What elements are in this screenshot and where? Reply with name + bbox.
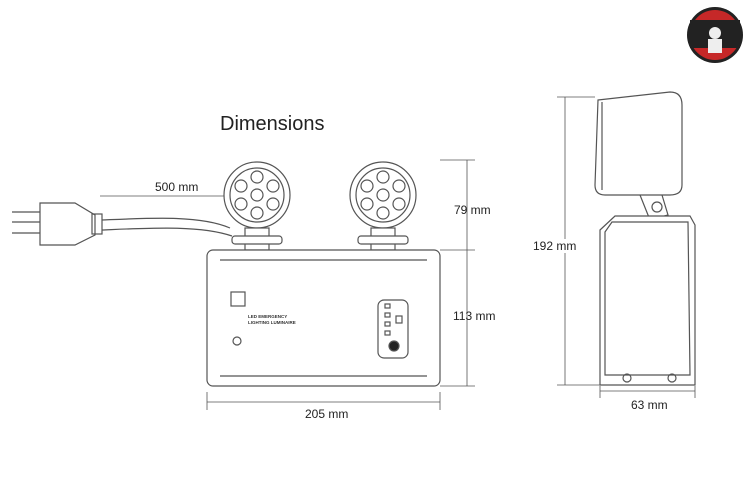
product-label: LED EMERGENCY LIGHTING LUMINAIRE bbox=[248, 314, 296, 326]
luminaire-body bbox=[206, 249, 441, 387]
lamp-head-left bbox=[223, 161, 291, 251]
product-label-line1: LED EMERGENCY bbox=[248, 314, 288, 319]
product-label-line2: LIGHTING LUMINAIRE bbox=[248, 320, 296, 325]
total-height-label: 192 mm bbox=[533, 239, 577, 253]
head-height-label: 79 mm bbox=[454, 203, 491, 217]
page-title: Dimensions bbox=[220, 113, 325, 135]
depth-label: 63 mm bbox=[631, 398, 668, 412]
cable bbox=[101, 217, 231, 229]
body-width-label: 205 mm bbox=[305, 407, 349, 421]
plug-icon bbox=[12, 202, 103, 246]
body-height-label: 113 mm bbox=[453, 309, 496, 323]
lamp-head-right bbox=[349, 161, 417, 251]
side-view bbox=[594, 91, 696, 386]
brand-logo bbox=[687, 7, 743, 63]
cable-length-label: 500 mm bbox=[155, 180, 199, 194]
